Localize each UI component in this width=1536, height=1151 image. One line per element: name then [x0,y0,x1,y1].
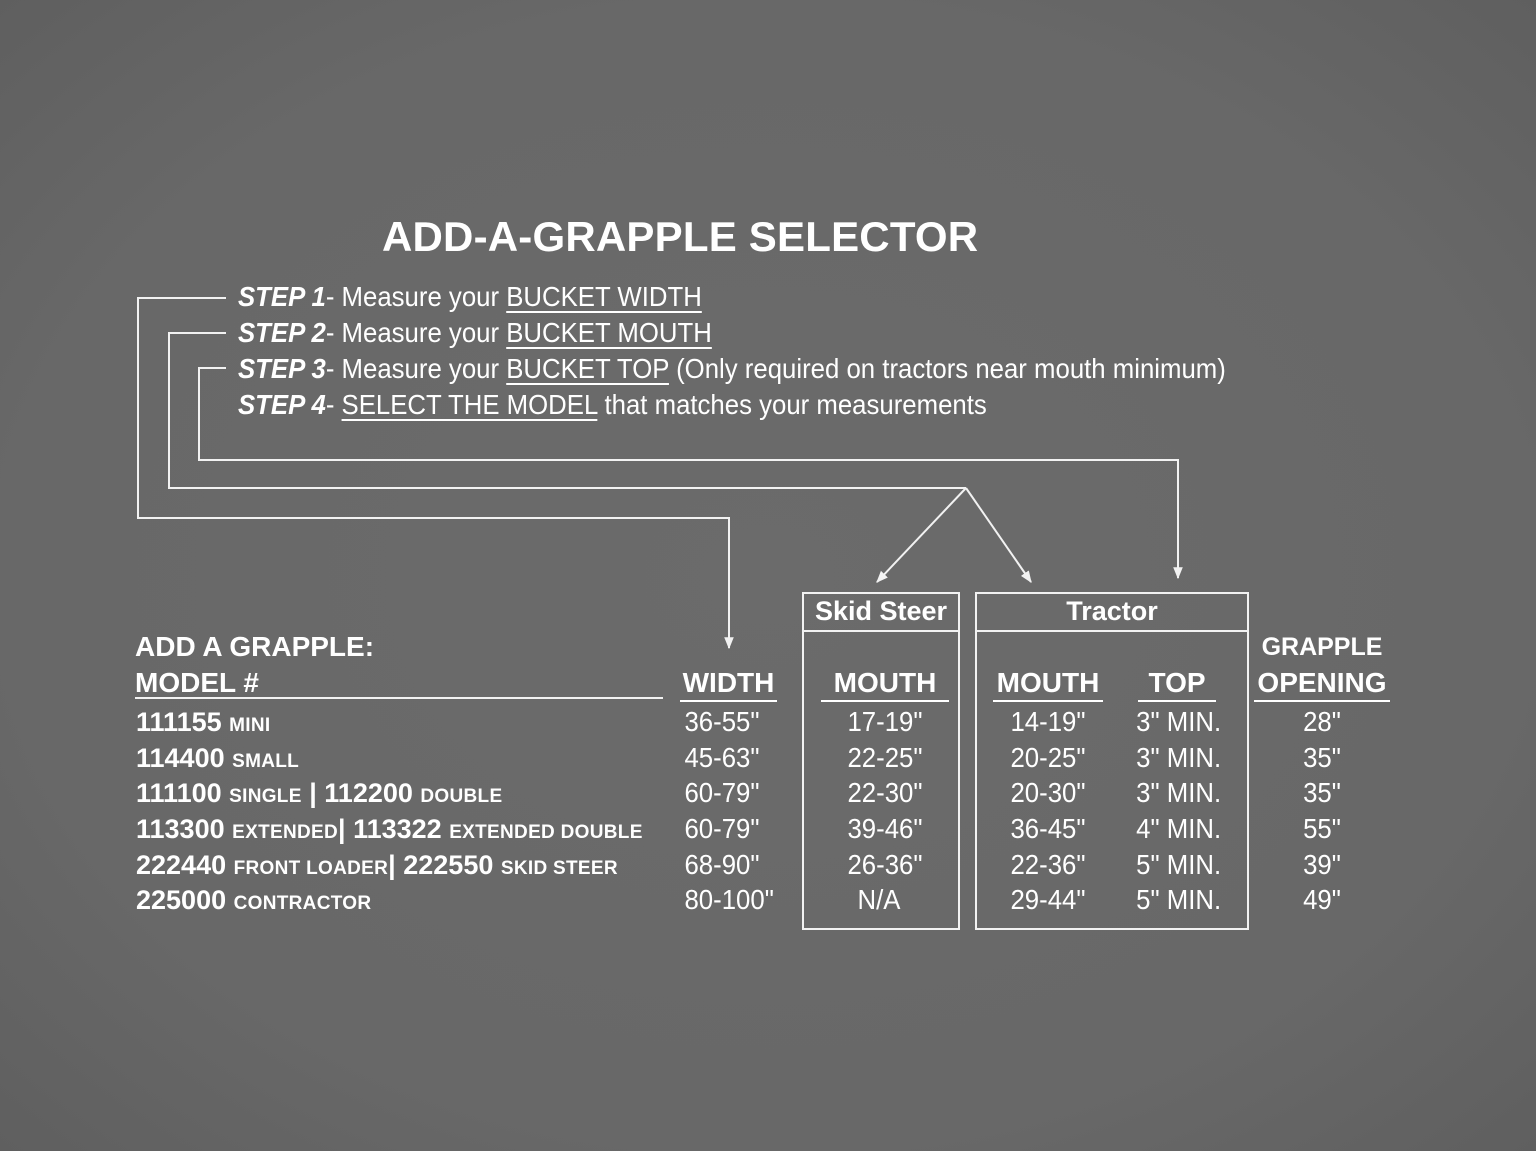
cell-width: 45-63" [684,742,760,773]
cell-opening: 35" [1303,742,1341,773]
cell-tractor-mouth: 14-19" [1010,706,1086,737]
cell-width: 36-55" [684,706,760,737]
skid-steer-header-box [802,592,960,632]
cell-tractor-top: 5" MIN. [1136,884,1222,915]
step-label: STEP 3 [238,353,326,384]
step-keyword: BUCKET TOP [506,353,669,384]
step-label: STEP 4 [238,389,326,420]
cell-skid-mouth: 22-25" [847,742,923,773]
header-skid-mouth: MOUTH [821,667,949,702]
section-label: ADD A GRAPPLE: [135,631,375,662]
step-3: STEP 3- Measure your BUCKET TOP (Only re… [238,353,1226,384]
step-label: STEP 1 [238,281,326,312]
cell-tractor-mouth: 22-36" [1010,849,1086,880]
cell-opening: 49" [1303,884,1341,915]
table-row-model: 113300 EXTENDED| 113322 EXTENDED DOUBLE [136,814,643,844]
table-row-model: 114400 SMALL [136,743,300,773]
cell-skid-mouth: N/A [857,884,901,915]
step-keyword: SELECT THE MODEL [341,389,598,420]
cell-width: 80-100" [684,884,774,915]
cell-skid-mouth: 17-19" [847,706,923,737]
cell-tractor-top: 5" MIN. [1136,849,1222,880]
step-2: STEP 2- Measure your BUCKET MOUTH [238,317,712,348]
header-model: MODEL # [135,667,259,698]
table-row-model: 222440 FRONT LOADER| 222550 SKID STEER [136,850,618,880]
cell-tractor-mouth: 20-30" [1010,777,1086,808]
header-width: WIDTH [680,667,777,702]
cell-skid-mouth: 22-30" [847,777,923,808]
cell-opening: 35" [1303,777,1341,808]
cell-width: 60-79" [684,777,760,808]
table-row-model: 111155 MINI [136,707,271,737]
model-header-rule [135,697,663,699]
step-label: STEP 2 [238,317,326,348]
header-tractor-mouth: MOUTH [993,667,1103,702]
cell-skid-mouth: 26-36" [847,849,923,880]
table-row-model: 225000 CONTRACTOR [136,885,372,915]
step-keyword: BUCKET MOUTH [506,317,712,348]
step-1: STEP 1- Measure your BUCKET WIDTH [238,281,702,312]
cell-tractor-top: 3" MIN. [1136,777,1222,808]
page-title: ADD-A-GRAPPLE SELECTOR [382,213,979,260]
cell-opening: 39" [1303,849,1341,880]
cell-skid-mouth: 39-46" [847,813,923,844]
header-opening-line1: GRAPPLE [1261,633,1383,661]
cell-tractor-mouth: 20-25" [1010,742,1086,773]
cell-tractor-top: 3" MIN. [1136,706,1222,737]
cell-opening: 28" [1303,706,1341,737]
step-keyword: BUCKET WIDTH [506,281,702,312]
group-tractor: Tractor [1066,596,1158,626]
table-row-model: 111100 SINGLE | 112200 DOUBLE [136,778,503,808]
group-skid-steer: Skid Steer [814,596,948,626]
tractor-header-box [975,592,1249,632]
step-4: STEP 4- SELECT THE MODEL that matches yo… [238,389,987,420]
cell-tractor-mouth: 29-44" [1010,884,1086,915]
cell-tractor-top: 3" MIN. [1136,742,1222,773]
cell-tractor-top: 4" MIN. [1136,813,1222,844]
cell-width: 60-79" [684,813,760,844]
cell-tractor-mouth: 36-45" [1010,813,1086,844]
cell-opening: 55" [1303,813,1341,844]
header-tractor-top: TOP [1138,667,1216,702]
cell-width: 68-90" [684,849,760,880]
header-opening-line2: OPENING [1254,667,1390,702]
